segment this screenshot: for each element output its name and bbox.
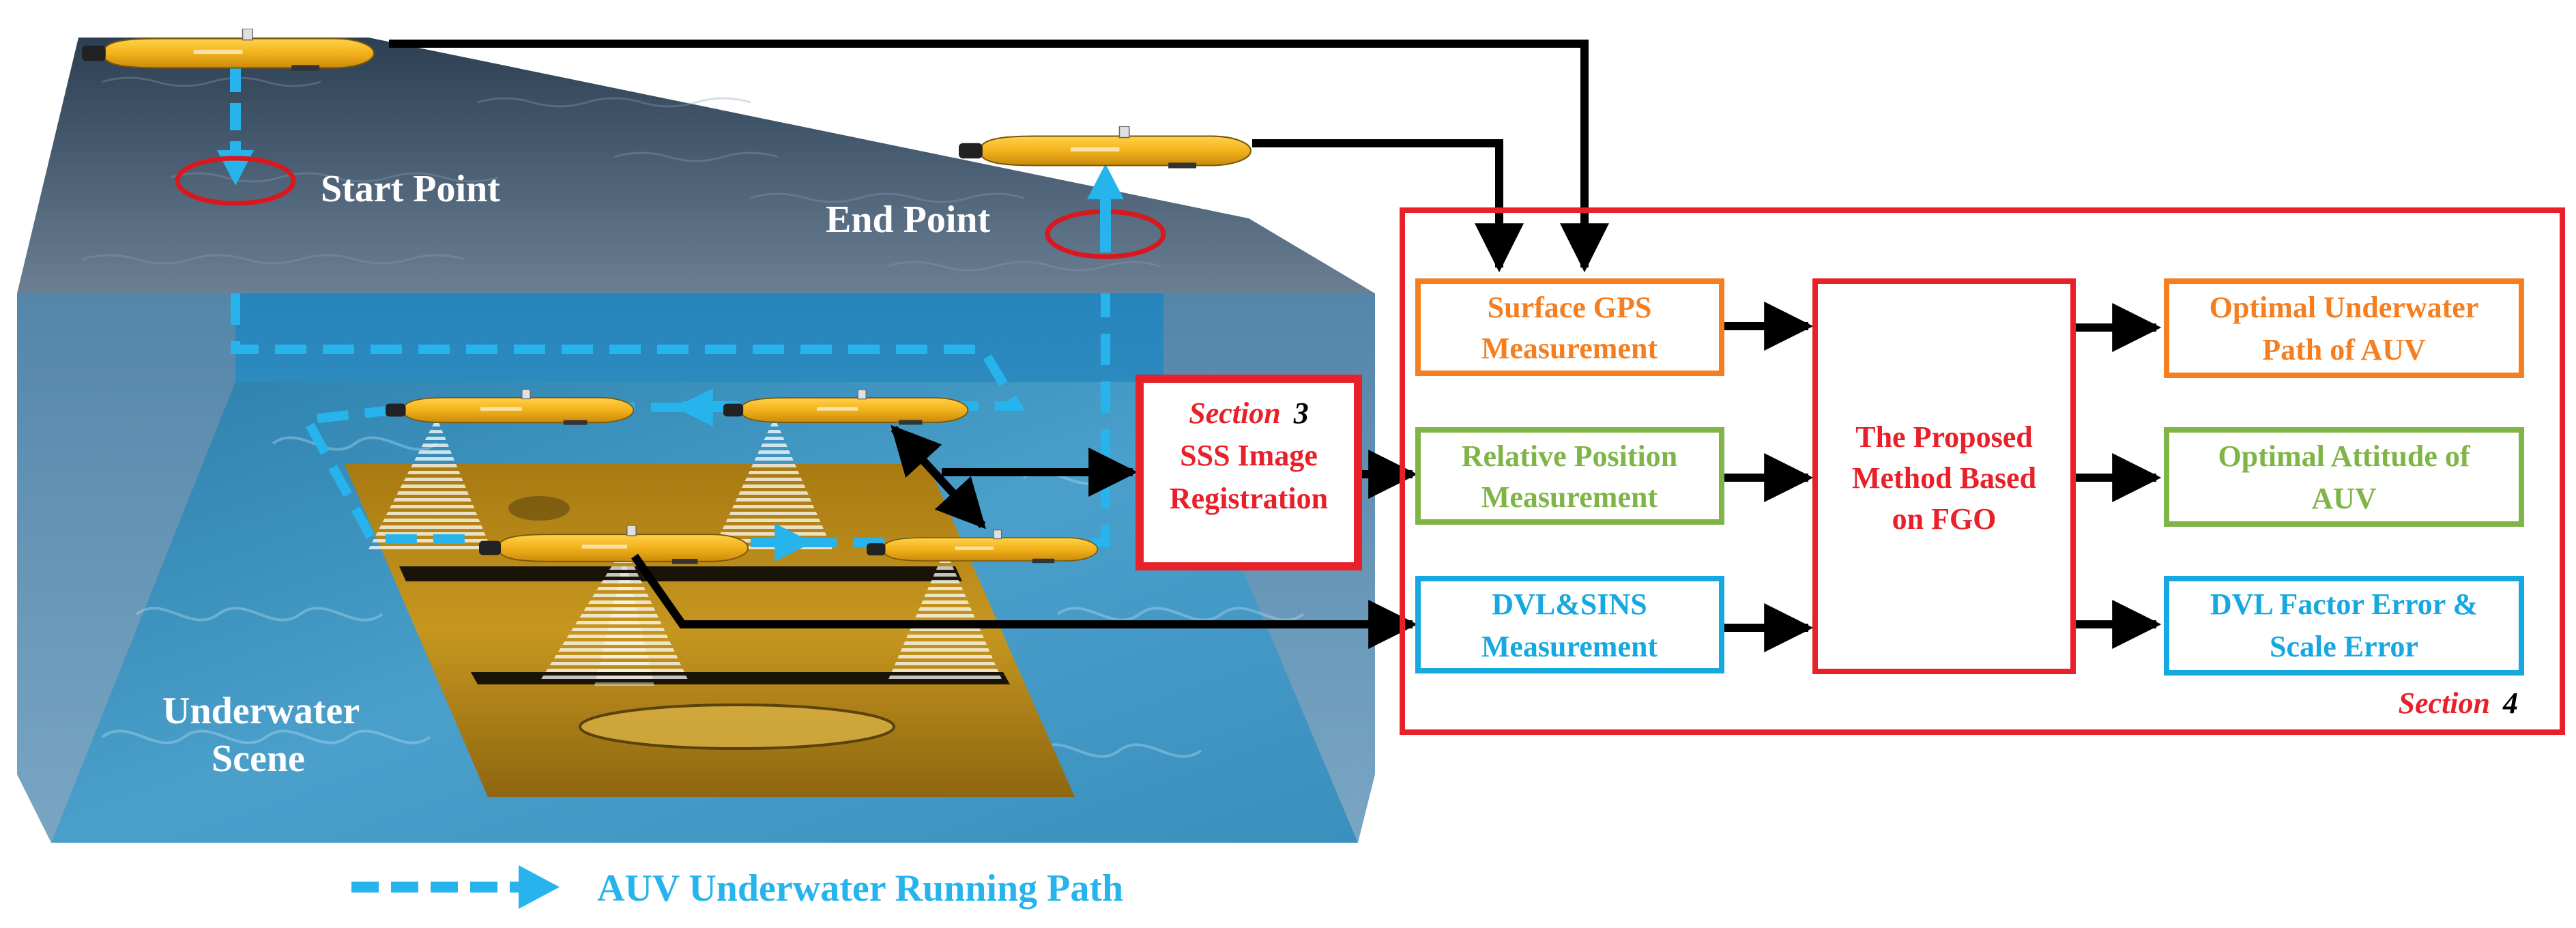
section4-caption: Section 4 xyxy=(2399,686,2518,720)
sss-label-1: SSS Image xyxy=(1180,439,1318,472)
underwater-scene-label-2: Scene xyxy=(212,738,305,780)
relative-label-2: Measurement xyxy=(1481,480,1658,514)
legend-dashed-arrow-icon xyxy=(351,865,560,909)
path-label-2: Path of AUV xyxy=(2262,333,2426,366)
attitude-label-1: Optimal Attitude of xyxy=(2218,439,2470,473)
gps-label-2: Measurement xyxy=(1481,332,1658,365)
auv-surface-end xyxy=(959,126,1251,169)
sonar-wreck xyxy=(508,496,895,750)
end-marker xyxy=(1045,164,1166,259)
gps-label-1: Surface GPS xyxy=(1488,291,1652,324)
dvl-error-label-1: DVL Factor Error & xyxy=(2210,588,2478,621)
gps-measurement-box: Surface GPS Measurement xyxy=(1415,278,1724,376)
dvl-error-box: DVL Factor Error & Scale Error xyxy=(2164,576,2524,676)
dvl-label-1: DVL&SINS xyxy=(1492,588,1647,621)
dvl-sins-box: DVL&SINS Measurement xyxy=(1415,576,1724,673)
relative-position-box: Relative Position Measurement xyxy=(1415,427,1724,525)
section4-frame xyxy=(1400,207,2565,735)
wave-texture xyxy=(81,76,1161,272)
relative-label-1: Relative Position xyxy=(1462,439,1678,473)
method-label-2: Method Based xyxy=(1852,461,2036,495)
method-label-1: The Proposed xyxy=(1855,420,2033,454)
sonar-beams xyxy=(368,418,1003,689)
attitude-label-2: AUV xyxy=(2311,482,2377,515)
section3-word: Section xyxy=(1189,396,1280,430)
arrow-auv-pair xyxy=(891,424,986,530)
underwater-scene-label-1: Underwater xyxy=(162,690,360,732)
arrow-end-to-gps xyxy=(1252,139,1524,273)
optimal-path-box: Optimal Underwater Path of AUV xyxy=(2164,278,2524,378)
section4-number: 4 xyxy=(2502,686,2518,720)
arrow-start-to-gps xyxy=(389,40,1609,273)
legend: AUV Underwater Running Path xyxy=(351,865,1123,910)
auv-surface-start xyxy=(82,29,375,72)
method-label-3: on FGO xyxy=(1892,502,1997,536)
end-point-label: End Point xyxy=(826,199,991,241)
path-label-1: Optimal Underwater xyxy=(2210,291,2479,324)
sea-surface xyxy=(17,38,1375,293)
arrow-auv-to-dvl xyxy=(631,553,1418,649)
start-point-label: Start Point xyxy=(321,168,500,210)
dvl-label-2: Measurement xyxy=(1481,630,1658,663)
section4-word: Section xyxy=(2399,686,2490,720)
optimal-attitude-box: Optimal Attitude of AUV xyxy=(2164,427,2524,527)
section3-number: 3 xyxy=(1293,396,1309,430)
proposed-method-box: The Proposed Method Based on FGO xyxy=(1812,278,2076,674)
sss-registration-box: Section 3 SSS Image Registration xyxy=(1135,375,1362,570)
section3-caption: Section 3 xyxy=(1189,396,1308,430)
dvl-error-label-2: Scale Error xyxy=(2270,630,2418,663)
start-marker xyxy=(175,65,296,206)
sss-label-2: Registration xyxy=(1170,482,1328,515)
ocean-scene: Start Point End Point Underwater Scene xyxy=(17,29,1375,843)
legend-label: AUV Underwater Running Path xyxy=(597,867,1123,910)
